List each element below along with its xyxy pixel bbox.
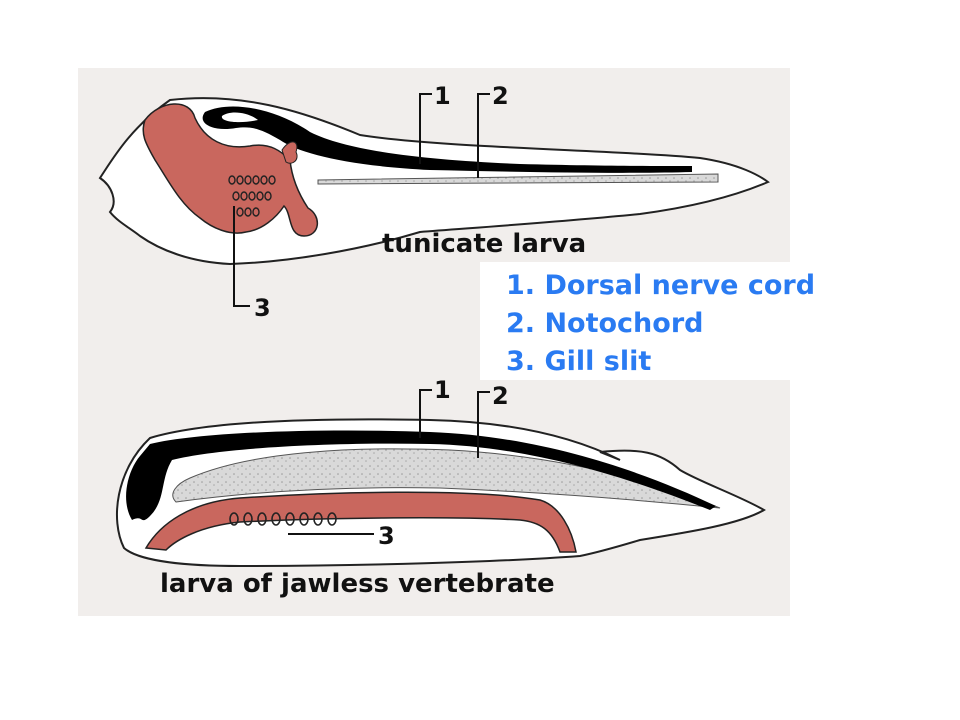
- tunicate-larva-diagram: 1 2 3 tunicate larva: [98, 82, 770, 322]
- tunicate-nerve-cord: [202, 106, 692, 173]
- jawless-callout-1: 1: [434, 376, 451, 404]
- jawless-larva-pharynx: [144, 491, 577, 553]
- tunicate-callout-3: 3: [254, 294, 271, 322]
- jawless-callout-3: 3: [378, 522, 395, 550]
- tunicate-gill-slits: [228, 175, 276, 217]
- tunicate-leader-1: [419, 93, 432, 164]
- legend: 1. Dorsal nerve cord 2. Notochord 3. Gil…: [506, 270, 815, 377]
- tunicate-pharynx: [142, 103, 318, 237]
- tunicate-leader-3: [233, 206, 250, 307]
- tunicate-callout-2: 2: [492, 82, 509, 110]
- jawless-larva-nerve-cord: [126, 430, 717, 521]
- jawless-leader-2: [477, 391, 490, 458]
- jawless-callout-2: 2: [492, 382, 509, 410]
- legend-item-gill-slit: 3. Gill slit: [506, 346, 651, 377]
- jawless-caption: larva of jawless vertebrate: [160, 569, 555, 599]
- jawless-vertebrate-larva-diagram: 1 2 3 larva of jawless vertebrate: [115, 376, 766, 599]
- legend-backdrop: [480, 262, 840, 380]
- legend-item-notochord: 2. Notochord: [506, 308, 703, 339]
- tunicate-callout-1: 1: [434, 82, 451, 110]
- jawless-larva-notochord: [172, 448, 721, 509]
- tunicate-notochord: [317, 173, 719, 185]
- jawless-leader-1: [419, 389, 432, 438]
- tunicate-leader-2: [477, 93, 490, 178]
- tunicate-pharynx-lobe: [281, 141, 298, 164]
- jawless-larva-gill-slits: [229, 512, 337, 526]
- tunicate-caption: tunicate larva: [382, 229, 586, 259]
- legend-item-dorsal-nerve-cord: 1. Dorsal nerve cord: [506, 270, 815, 301]
